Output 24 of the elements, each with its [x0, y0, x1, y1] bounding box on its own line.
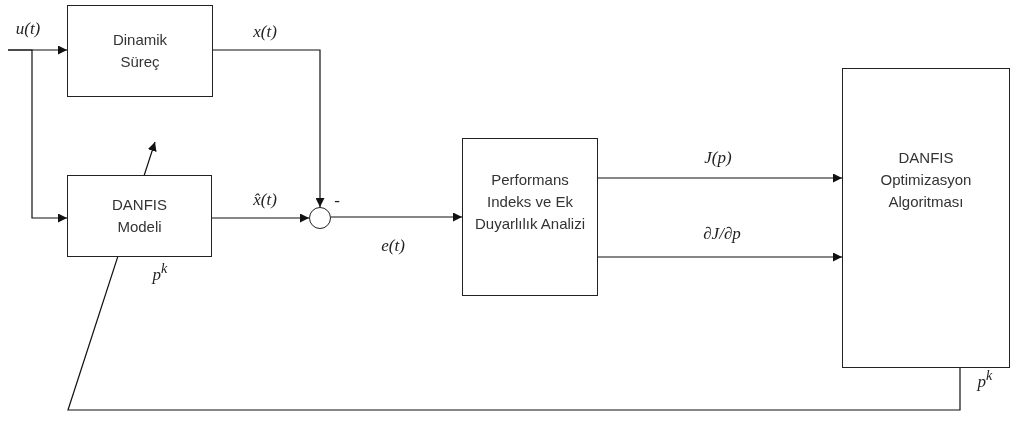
- arrow: [67, 141, 961, 411]
- arrow: [212, 49, 325, 208]
- process-box: [462, 138, 598, 296]
- signal-label: J(p): [702, 148, 734, 168]
- signal-label: ∂J/∂p: [701, 224, 743, 244]
- box-label: Dinamik Süreç: [111, 30, 169, 72]
- arrow: [597, 252, 843, 262]
- signal-label: p$^{k}$: [150, 261, 170, 285]
- summing-junction: [309, 207, 331, 229]
- box-label: DANFIS Modeli: [111, 195, 168, 237]
- signal-label: e(t): [379, 236, 407, 256]
- process-box: [67, 5, 213, 97]
- arrow: [330, 212, 463, 222]
- process-box: [67, 175, 212, 257]
- arrow: [597, 173, 843, 183]
- arrow: [7, 49, 68, 223]
- box-label: DANFIS Optimizasyon Algoritması: [879, 148, 973, 212]
- signal-label: u(t): [13, 19, 43, 39]
- signal-label: x(t): [251, 22, 279, 42]
- signal-label: x̂(t): [251, 190, 279, 210]
- process-box: [842, 68, 1010, 368]
- box-label: Performans Indeks ve Ek Duyarlılık Analizi: [473, 170, 586, 234]
- arrow: [211, 213, 310, 223]
- signal-label: p$^{k}$: [975, 368, 995, 392]
